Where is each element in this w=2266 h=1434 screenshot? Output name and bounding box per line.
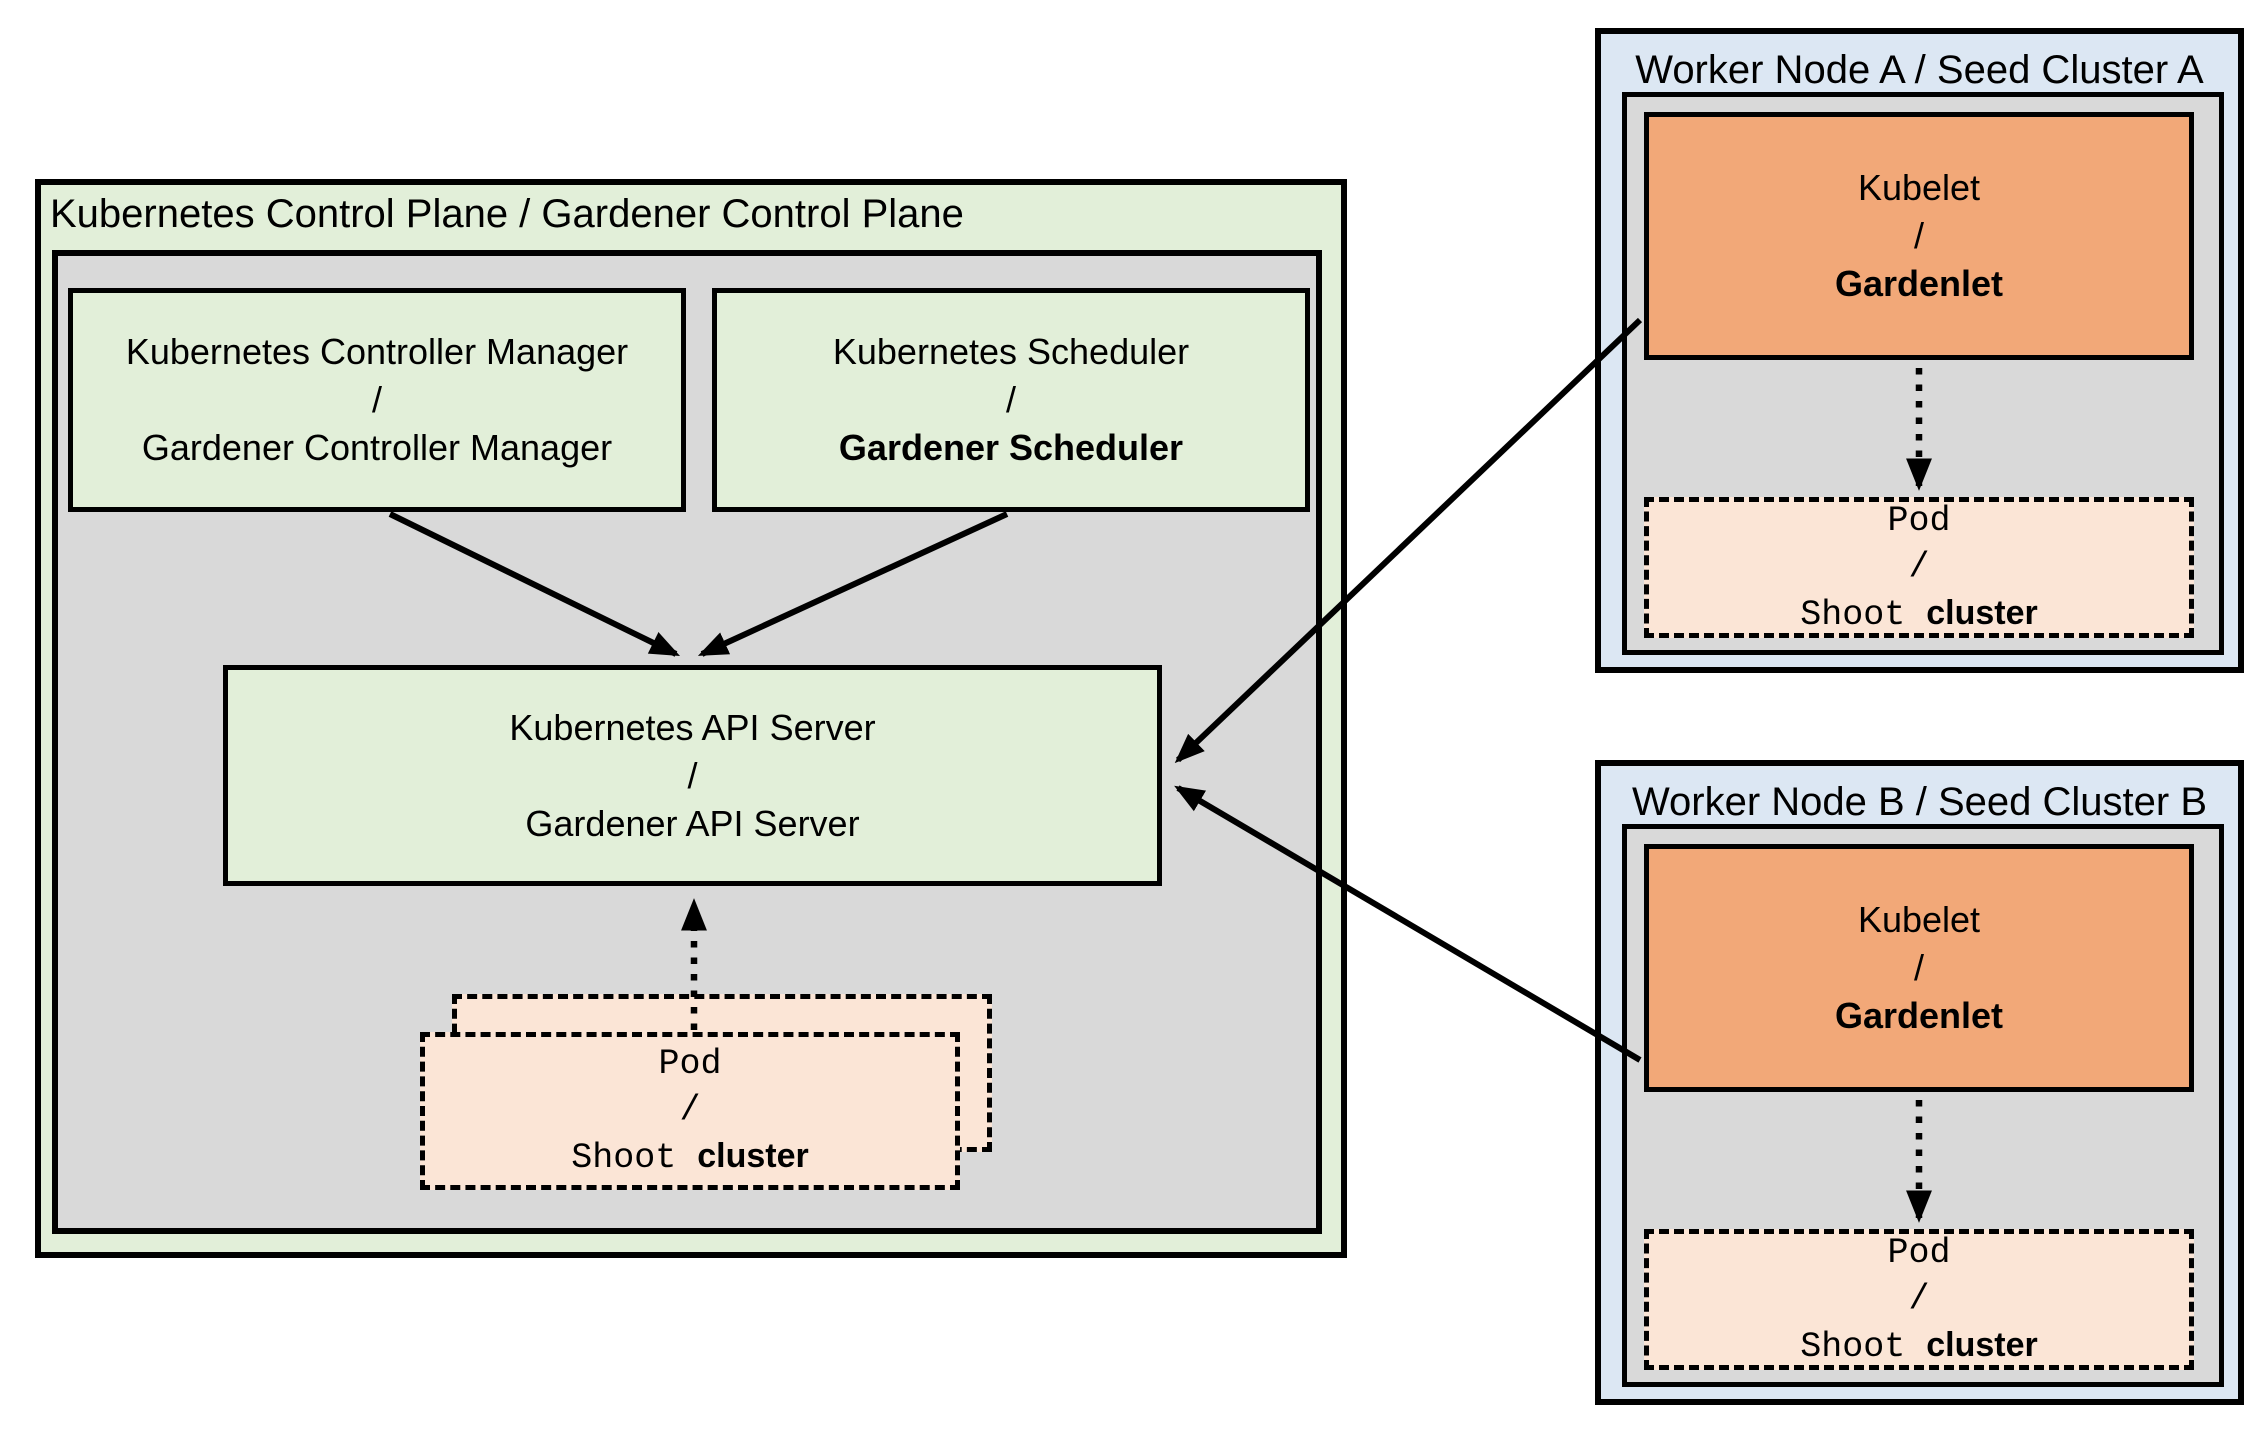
pod-a-line2-cluster: cluster: [1926, 593, 2038, 632]
kubelet-a-line2: Gardenlet: [1834, 263, 2004, 304]
scheduler-box: Kubernetes Scheduler / Gardener Schedule…: [712, 288, 1310, 512]
worker-node-a-title: Worker Node A / Seed Cluster A: [1635, 48, 2204, 92]
control-plane-pod-box: Pod / Shoot cluster: [420, 1032, 960, 1190]
kubelet-a-line1: Kubelet: [1857, 167, 1981, 208]
api-server-line1: Kubernetes API Server: [509, 706, 876, 748]
pod-line2-shoot: Shoot: [571, 1138, 677, 1178]
pod-line2: Shoot cluster: [571, 1133, 809, 1181]
pod-b-line2-shoot: Shoot: [1800, 1326, 1906, 1367]
pod-a-line2: Shoot cluster: [1800, 590, 2038, 638]
pod-a-line1: Pod: [1887, 500, 1951, 541]
pod-b-line2: Shoot cluster: [1800, 1322, 2038, 1370]
kubelet-b-separator: /: [1913, 947, 1924, 988]
pod-separator: /: [679, 1090, 701, 1130]
kubelet-b-line2: Gardenlet: [1834, 995, 2004, 1036]
pod-line2-cluster: cluster: [697, 1137, 809, 1175]
pod-b-line1: Pod: [1887, 1232, 1951, 1273]
api-server-line2: Gardener API Server: [525, 802, 860, 844]
scheduler-line2: Gardener Scheduler: [838, 427, 1184, 468]
controller-manager-box: Kubernetes Controller Manager / Gardener…: [68, 288, 686, 512]
pod-a-separator: /: [1908, 546, 1930, 587]
control-plane-title: Kubernetes Control Plane / Gardener Cont…: [50, 192, 964, 236]
kubelet-b-box: Kubelet / Gardenlet: [1644, 844, 2194, 1092]
kubelet-b-line1: Kubelet: [1857, 899, 1981, 940]
controller-manager-separator: /: [371, 379, 382, 420]
kubelet-a-separator: /: [1913, 215, 1924, 256]
api-server-separator: /: [687, 754, 698, 796]
pod-b-line2-cluster: cluster: [1926, 1325, 2038, 1364]
controller-manager-line2: Gardener Controller Manager: [141, 427, 613, 468]
scheduler-line1: Kubernetes Scheduler: [832, 331, 1190, 372]
api-server-box: Kubernetes API Server / Gardener API Ser…: [223, 665, 1162, 886]
pod-b-separator: /: [1908, 1278, 1930, 1319]
scheduler-separator: /: [1005, 379, 1016, 420]
controller-manager-line1: Kubernetes Controller Manager: [125, 331, 629, 372]
worker-node-b-title: Worker Node B / Seed Cluster B: [1631, 780, 2208, 824]
kubelet-a-box: Kubelet / Gardenlet: [1644, 112, 2194, 360]
worker-node-a-pod-box: Pod / Shoot cluster: [1644, 497, 2194, 638]
worker-node-b-pod-box: Pod / Shoot cluster: [1644, 1229, 2194, 1370]
pod-line1: Pod: [658, 1044, 722, 1084]
pod-a-line2-shoot: Shoot: [1800, 594, 1906, 635]
